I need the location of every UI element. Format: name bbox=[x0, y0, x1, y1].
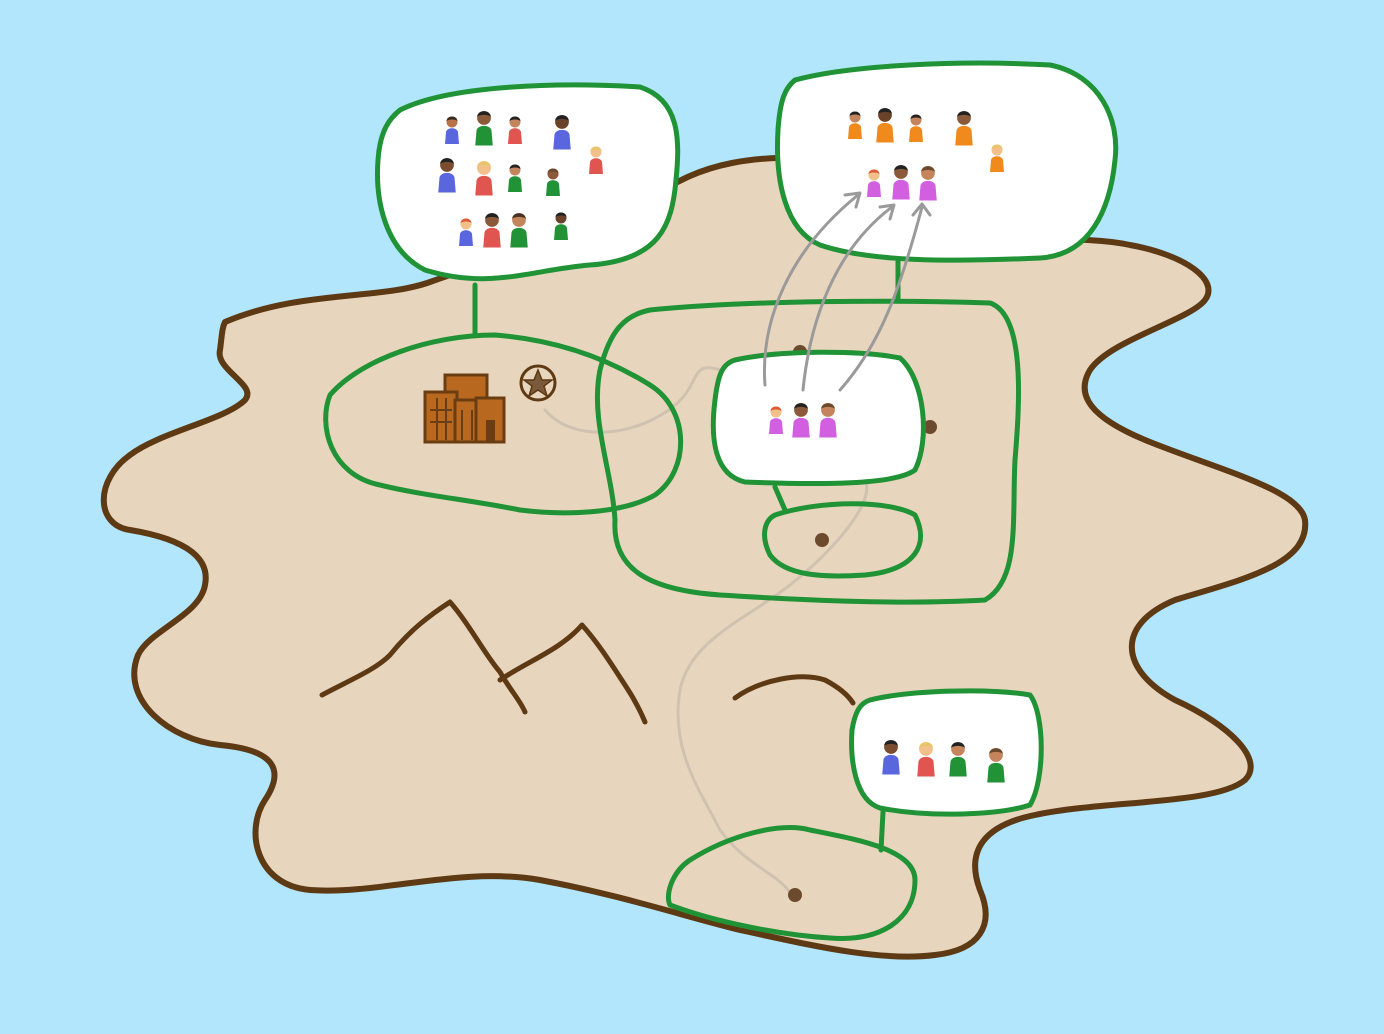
person-icon bbox=[438, 158, 456, 193]
person-icon bbox=[459, 218, 473, 246]
person-icon bbox=[769, 406, 783, 434]
migration-arrow bbox=[762, 193, 860, 387]
person-icon bbox=[483, 213, 501, 248]
person-icon bbox=[892, 165, 910, 200]
person-icon bbox=[867, 169, 881, 197]
migration-arrow-head bbox=[843, 191, 862, 209]
person-icon bbox=[554, 212, 568, 240]
person-icon bbox=[508, 164, 522, 192]
hills bbox=[732, 674, 856, 706]
person-icon bbox=[990, 144, 1004, 172]
migration-arrow-head bbox=[911, 202, 932, 217]
bubble-central-population bbox=[710, 349, 926, 487]
person-icon bbox=[987, 748, 1005, 783]
person-icon bbox=[876, 108, 894, 143]
bubble-connectors bbox=[472, 255, 901, 853]
person-icon bbox=[553, 115, 571, 150]
territory-southern-village bbox=[665, 825, 918, 941]
mountain-range bbox=[319, 599, 648, 725]
person-icon bbox=[475, 161, 493, 196]
village-dot-central[interactable] bbox=[815, 533, 829, 547]
person-icon bbox=[917, 742, 935, 777]
village-dot-east[interactable] bbox=[923, 420, 937, 434]
person-icon bbox=[475, 111, 493, 146]
migration-arrow bbox=[801, 205, 894, 392]
road bbox=[543, 366, 869, 895]
person-icon bbox=[445, 116, 459, 144]
person-icon bbox=[949, 742, 967, 777]
territory-capital-region bbox=[323, 332, 684, 516]
person-icon bbox=[848, 111, 862, 139]
person-icon bbox=[819, 403, 837, 438]
territory-central-subregion bbox=[762, 501, 923, 579]
person-icon bbox=[589, 146, 603, 174]
migration-arrows bbox=[762, 191, 932, 392]
city-icon[interactable] bbox=[423, 373, 506, 444]
person-icon bbox=[508, 116, 522, 144]
person-icon bbox=[919, 166, 937, 201]
person-icon bbox=[882, 740, 900, 775]
person-icon bbox=[546, 168, 560, 196]
person-icon bbox=[792, 403, 810, 438]
people-layer bbox=[438, 108, 1005, 783]
bubble-northeast-population bbox=[775, 60, 1119, 263]
territory-central-region bbox=[594, 298, 1022, 605]
territory-boundaries bbox=[323, 298, 1022, 941]
bubble-capital-population bbox=[375, 82, 681, 282]
bubble-southern-population bbox=[849, 688, 1044, 817]
person-icon bbox=[909, 114, 923, 142]
migration-arrow bbox=[838, 205, 924, 392]
person-icon bbox=[955, 111, 973, 146]
migration-arrow-head bbox=[878, 203, 896, 221]
person-icon bbox=[510, 213, 528, 248]
star-seal-icon[interactable] bbox=[519, 364, 557, 402]
village-dot-south[interactable] bbox=[788, 888, 802, 902]
